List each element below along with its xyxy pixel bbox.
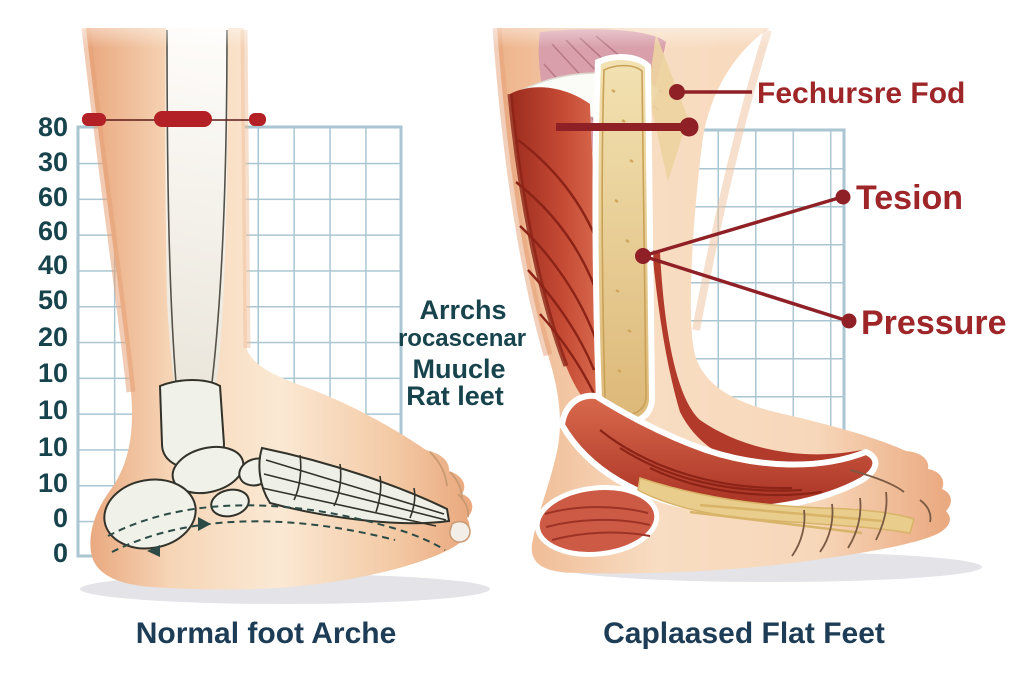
right-caption: Caplaased Flat Feet (603, 617, 885, 650)
axis-tick-label: 20 (38, 322, 68, 352)
left-caption: Normal foot Arche (136, 617, 397, 650)
axis-tick-label: 0 (53, 538, 68, 568)
arch-arrow-right (198, 517, 211, 531)
center-text-line: Arrchs (419, 295, 506, 325)
callout-feature-label: Fechursre Fod (757, 77, 965, 110)
axis-tick-label: 10 (38, 358, 68, 388)
foot-tendons (637, 477, 915, 535)
right-measure-line (556, 117, 699, 137)
center-text-line: Rat leet (406, 381, 504, 411)
left-toes (429, 451, 470, 518)
axis-tick-label: 10 (38, 432, 68, 462)
axis-tick-label: 40 (38, 250, 68, 280)
arch-dashed-lines (107, 504, 446, 553)
top-fade (0, 0, 1024, 48)
heel-muscle (534, 485, 660, 557)
callout-pressure-label: Pressure (861, 304, 1007, 342)
axis-tick-label: 80 (38, 112, 68, 142)
axis-tick-label: 50 (38, 285, 68, 315)
normal-foot-illustration (81, 27, 473, 590)
callout-lines (635, 84, 857, 329)
arch-arrow-left (147, 545, 160, 557)
callout-tension-label: Tesion (856, 179, 963, 217)
axis-labels: 80 30 60 60 40 50 20 10 10 10 10 0 0 (38, 112, 68, 568)
foot-bones (103, 379, 451, 550)
axis-tick-label: 60 (38, 216, 68, 246)
axis-tick-label: 30 (38, 147, 68, 177)
center-text-line: Muucle (412, 354, 505, 384)
center-text-line: rocascenar (398, 325, 526, 352)
big-toe-nail (449, 520, 471, 543)
bone-flap (648, 34, 688, 182)
calf-muscle (507, 87, 618, 421)
axis-tick-label: 10 (38, 395, 68, 425)
axis-tick-label: 60 (38, 182, 68, 212)
right-toes (791, 469, 932, 557)
flat-foot-illustration (492, 27, 951, 574)
axis-tick-label: 0 (53, 503, 68, 533)
axis-tick-label: 10 (38, 468, 68, 498)
center-text-block: Arrchs rocascenar Muucle Rat leet (398, 295, 526, 411)
left-measure-bar (82, 111, 266, 127)
